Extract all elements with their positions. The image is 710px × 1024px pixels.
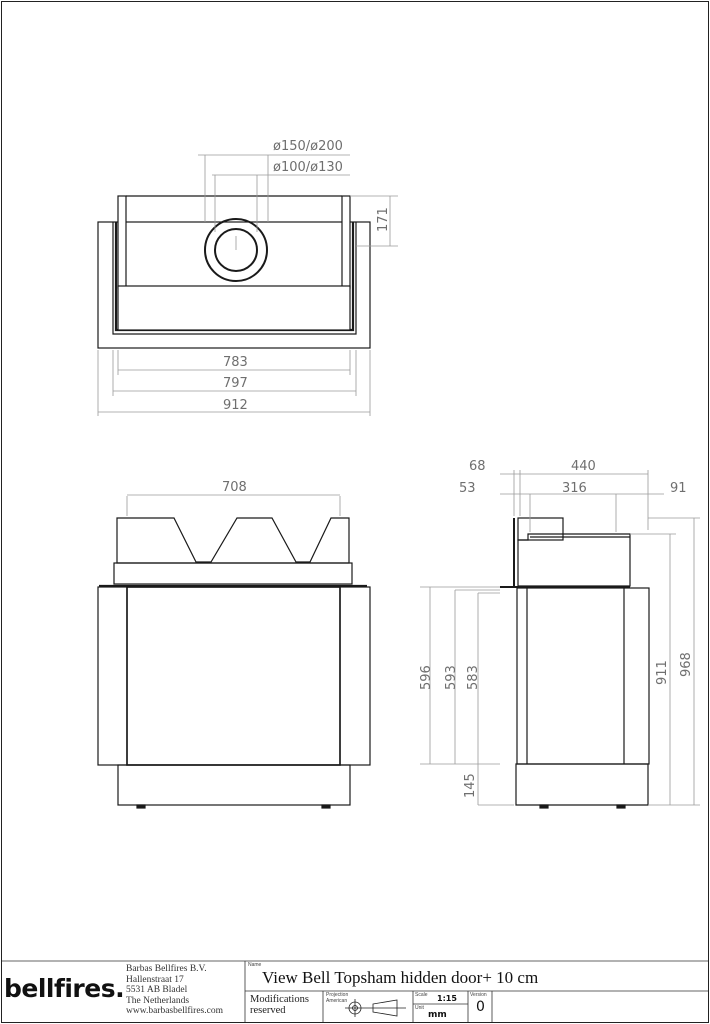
dim-593: 593 <box>444 665 459 690</box>
dim-171: 171 <box>376 207 391 232</box>
flue-outer-circle <box>204 218 268 282</box>
front-view-dimensions <box>126 494 341 516</box>
dim-145: 145 <box>463 773 478 798</box>
top-view-inner-casing <box>112 222 357 335</box>
drawing-title: View Bell Topsham hidden door+ 10 cm <box>262 968 539 987</box>
modifications-note: Modifications reserved <box>250 994 309 1016</box>
front-view <box>97 517 371 809</box>
unit-value: mm <box>428 1010 447 1020</box>
dim-91: 91 <box>670 481 687 496</box>
dim-583: 583 <box>466 665 481 690</box>
company-street: Hallenstraat 17 <box>126 974 184 985</box>
title-block-grid <box>2 960 708 1022</box>
side-view-casing <box>516 587 650 765</box>
dim-783: 783 <box>223 355 248 370</box>
top-view-dimensions <box>97 154 398 416</box>
scale-value: 1:15 <box>437 994 457 1003</box>
version-value: 0 <box>476 999 485 1015</box>
company-city: 5531 AB Bladel <box>126 985 188 996</box>
dim-flue-outer: ø150/ø200 <box>273 139 343 154</box>
side-view-upper-body <box>517 533 631 587</box>
top-view-outer-casing <box>97 221 371 349</box>
name-label: Name <box>248 962 262 968</box>
dim-68: 68 <box>469 459 486 474</box>
front-view-glass <box>126 586 341 766</box>
top-view-front-frame <box>117 285 351 331</box>
dim-flue-inner: ø100/ø130 <box>273 160 343 175</box>
projection-value: American <box>326 998 348 1004</box>
flue-inner-circle <box>214 228 258 272</box>
projection-symbol-icon <box>345 999 406 1017</box>
front-view-left-foot <box>136 804 146 809</box>
dim-596: 596 <box>419 665 434 690</box>
dim-911: 911 <box>655 660 670 685</box>
scale-label: Scale <box>415 992 428 998</box>
front-view-base <box>117 764 351 806</box>
side-view-dimensions <box>420 470 700 806</box>
unit-label: Unit <box>415 1005 424 1011</box>
top-view <box>97 195 371 349</box>
front-view-collar <box>113 562 353 585</box>
bellfires-logo: bellfires. <box>4 974 125 1003</box>
side-view-rear-foot <box>616 804 626 809</box>
dim-440: 440 <box>571 459 596 474</box>
dim-968: 968 <box>679 652 694 677</box>
dim-708: 708 <box>222 480 247 495</box>
company-address: Barbas Bellfires B.V. Hallenstraat 17 55… <box>126 964 223 1017</box>
company-name: Barbas Bellfires B.V. <box>126 964 207 974</box>
company-country: The Netherlands <box>126 995 190 1006</box>
dim-797: 797 <box>223 376 248 391</box>
dim-53: 53 <box>459 481 476 496</box>
front-view-right-foot <box>321 804 331 809</box>
side-view-base <box>515 763 649 806</box>
top-view-right-post <box>341 195 351 289</box>
company-website: www.barbasbellfires.com <box>126 1006 223 1017</box>
dim-316: 316 <box>562 481 587 496</box>
top-view-left-post <box>117 195 127 289</box>
dim-912: 912 <box>223 398 248 413</box>
front-view-casing <box>97 586 371 766</box>
version-label: Version <box>470 992 487 998</box>
projection-label: Projection <box>326 992 349 998</box>
side-view <box>500 517 650 809</box>
side-view-front-foot <box>539 804 549 809</box>
front-view-top-hood <box>116 517 350 564</box>
side-view-top-block <box>517 517 564 541</box>
